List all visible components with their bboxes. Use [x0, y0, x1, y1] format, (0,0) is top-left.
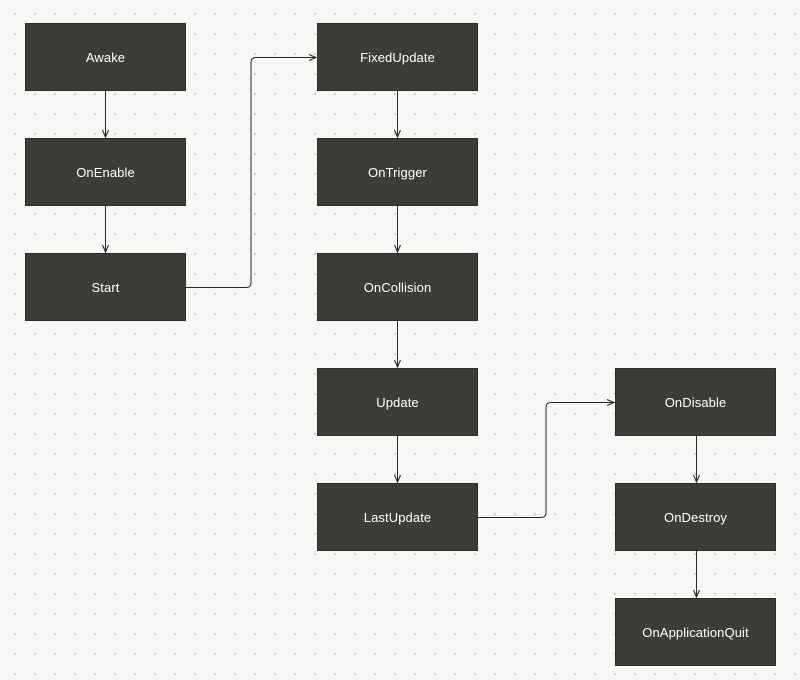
node-lastupdate[interactable]: LastUpdate [317, 483, 478, 551]
node-label: Awake [85, 49, 126, 65]
node-onenable[interactable]: OnEnable [25, 138, 186, 206]
node-ondisable[interactable]: OnDisable [615, 368, 776, 436]
node-label: Start [91, 279, 120, 295]
node-oncollision[interactable]: OnCollision [317, 253, 478, 321]
node-label: OnTrigger [368, 164, 427, 180]
node-label: OnDisable [664, 394, 727, 410]
node-onapplicationquit[interactable]: OnApplicationQuit [615, 598, 776, 666]
node-label: Update [376, 394, 419, 410]
node-label: OnApplicationQuit [642, 624, 749, 640]
node-awake[interactable]: Awake [25, 23, 186, 91]
node-ontrigger[interactable]: OnTrigger [317, 138, 478, 206]
node-ondestroy[interactable]: OnDestroy [615, 483, 776, 551]
node-label: OnDestroy [663, 509, 728, 525]
node-fixedupdate[interactable]: FixedUpdate [317, 23, 478, 91]
node-label: FixedUpdate [360, 49, 435, 65]
node-update[interactable]: Update [317, 368, 478, 436]
node-label: LastUpdate [363, 509, 432, 525]
node-label: OnCollision [363, 279, 432, 295]
node-label: OnEnable [76, 164, 135, 180]
node-start[interactable]: Start [25, 253, 186, 321]
